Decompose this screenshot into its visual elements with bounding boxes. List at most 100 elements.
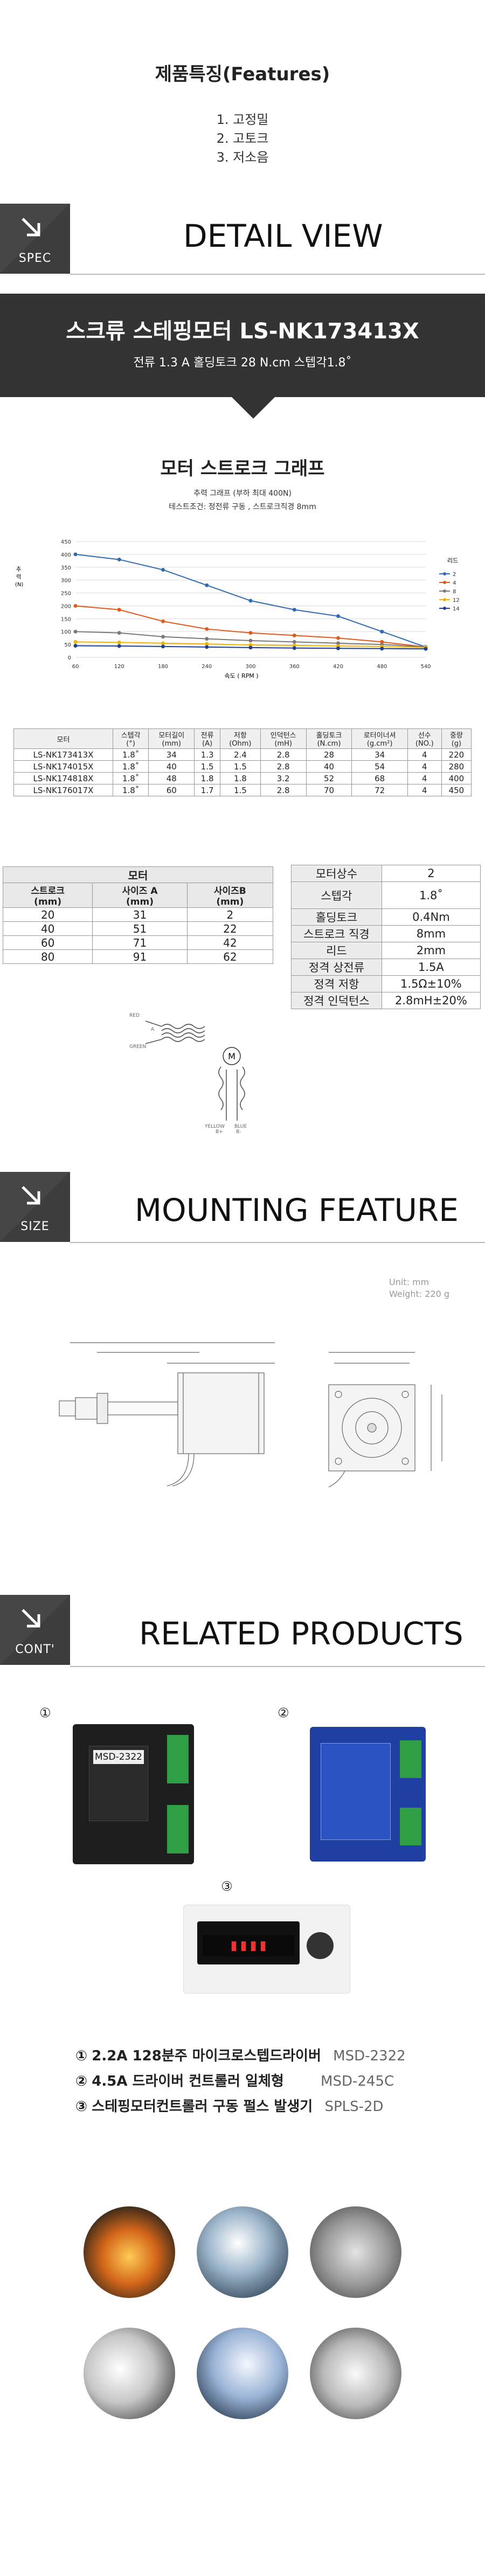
data-point [205, 637, 209, 641]
constant-value: 2 [381, 865, 481, 882]
motor-letter: M [228, 1051, 235, 1061]
related-products-title: RELATED PRODUCTS [139, 1615, 463, 1652]
constant-name: 정격 저항 [291, 975, 382, 992]
table-cell: 1.8˚ [112, 784, 149, 796]
wire-label-bplus: B+ [216, 1129, 223, 1134]
table-cell: 1.8 [220, 772, 261, 784]
data-point [205, 583, 209, 587]
related-item-3[interactable]: ③ 스테핑모터컨트롤러 구동 펄스 발생기 SPLS-2D [75, 2099, 384, 2115]
spec-badge-label: SPEC [18, 252, 52, 265]
mounting-drawing [59, 1342, 442, 1488]
constant-value: 1.5Ω±10% [381, 975, 481, 992]
table-cell: 4 [407, 784, 442, 796]
marker-3: ③ [221, 1879, 233, 1894]
data-point [161, 619, 165, 623]
constant-name: 리드 [291, 942, 382, 959]
y-tick-label: 250 [61, 591, 71, 597]
constant-value: 0.4Nm [381, 908, 481, 926]
x-tick-label: 180 [158, 664, 168, 670]
x-tick-label: 240 [202, 664, 212, 670]
table-cell: 40 [148, 760, 195, 773]
application-photo-laser-cutting [84, 2206, 175, 2298]
motor-header-cell: 사이즈B (mm) [186, 883, 274, 908]
device-1-label: MSD-2322 [93, 1750, 144, 1764]
table-cell: 70 [306, 784, 352, 796]
constant-value: 1.8˚ [381, 881, 481, 909]
data-point [292, 608, 296, 612]
driver-msd245c-image[interactable] [310, 1727, 426, 1862]
data-point [117, 640, 121, 644]
wire-label-a: A [151, 1027, 155, 1032]
table-cell: 62 [186, 949, 274, 964]
table-cell: 42 [186, 935, 274, 950]
detail-view-title: DETAIL VIEW [183, 218, 383, 254]
data-point [73, 644, 78, 648]
pulse-generator-spls2d-image[interactable]: ▮▮▮▮ [183, 1905, 350, 1994]
legend-marker [443, 589, 446, 593]
data-point [248, 638, 253, 643]
graph-line2: 테스트조건: 정전류 구동 , 스트로크직경 8mm [169, 503, 316, 511]
motor-header-cell: 사이즈 A (mm) [92, 883, 188, 908]
related-item-1[interactable]: ① 2.2A 128분주 마이크로스텝드라이버 MSD-2322 [75, 2048, 406, 2064]
driver-msd2322-image[interactable]: MSD-2322 [73, 1724, 194, 1864]
arrow-down-right-icon [22, 1186, 40, 1205]
spec-header-cell: 전류 (A) [194, 728, 221, 749]
related-item-2[interactable]: ② 4.5A 드라이버 컨트롤러 일체형 MSD-245C [75, 2073, 394, 2089]
constant-value: 2mm [381, 942, 481, 959]
table-cell: 48 [148, 772, 195, 784]
table-cell: 68 [351, 772, 408, 784]
x-tick-label: 420 [333, 664, 343, 670]
spec-header-cell: 선수 (NO.) [407, 728, 442, 749]
data-point [73, 640, 78, 644]
x-tick-label: 120 [114, 664, 124, 670]
constant-name: 정격 인덕턴스 [291, 992, 382, 1009]
table-cell: 22 [186, 921, 274, 936]
application-photo-robot [197, 2328, 288, 2419]
table-cell: 28 [306, 748, 352, 761]
features-list: 1. 고정밀 2. 고토크 3. 저소음 [0, 110, 485, 167]
band-notch [232, 397, 275, 419]
wire-label-red: RED [129, 1013, 140, 1018]
table-cell: LS-NK173413X [13, 748, 113, 761]
weight-note: Weight: 220 g [389, 1289, 449, 1299]
x-tick-label: 540 [420, 664, 431, 670]
x-tick-label: 60 [72, 664, 79, 670]
table-cell: 2 [186, 907, 274, 922]
legend-label: 4 [453, 580, 456, 586]
application-photo-factory [197, 2206, 288, 2298]
table-cell: 2.4 [220, 748, 261, 761]
arrow-down-right-icon [22, 1609, 40, 1628]
legend-label: 2 [453, 572, 456, 578]
spec-header-cell: 모터 [13, 728, 113, 749]
x-tick-label: 300 [245, 664, 255, 670]
feature-item: 2. 고토크 [216, 131, 269, 146]
table-cell: LS-NK174015X [13, 760, 113, 773]
table-cell: 71 [92, 935, 188, 950]
data-point [205, 645, 209, 649]
spec-header-cell: 홀딩토크 (N.cm) [306, 728, 352, 749]
data-point [73, 552, 78, 557]
constant-name: 스트로크 직경 [291, 925, 382, 942]
x-tick-label: 360 [289, 664, 300, 670]
chart-series [73, 552, 428, 651]
data-point [292, 633, 296, 637]
feature-item: 3. 저소음 [216, 150, 269, 165]
legend-label: 14 [453, 606, 460, 612]
y-tick-label: 400 [61, 552, 71, 558]
table-cell: 2.8 [260, 748, 307, 761]
application-photo-machine-part [84, 2328, 175, 2419]
table-cell: 60 [148, 784, 195, 796]
data-point [336, 614, 340, 619]
